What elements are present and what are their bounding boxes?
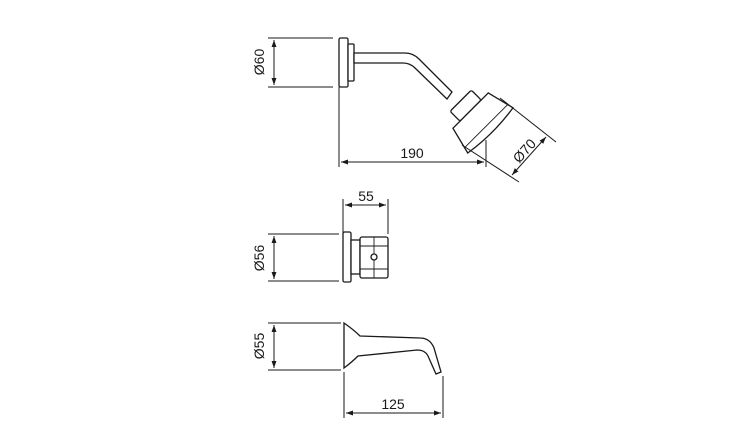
spout-view: Ø55 125 — [251, 321, 444, 418]
shower-wall-flange — [338, 37, 349, 88]
mixer-wall-flange — [342, 231, 352, 283]
shower-head-view: Ø60 190 Ø70 — [251, 37, 557, 183]
projection-125-label: 125 — [381, 396, 405, 412]
projection-190-label: 190 — [400, 145, 424, 161]
diameter-60-label: Ø60 — [251, 49, 267, 76]
depth-55-label: 55 — [358, 188, 374, 204]
diameter-56-label: Ø56 — [251, 245, 267, 272]
diameter-55-label: Ø55 — [251, 333, 267, 360]
mixer-view: 55 Ø56 — [251, 188, 389, 283]
shower-head — [450, 90, 514, 154]
shower-arm — [353, 52, 453, 100]
diameter-70-dimension-line — [511, 136, 547, 176]
diameter-70-label: Ø70 — [509, 135, 539, 166]
bath-spout — [343, 321, 442, 375]
